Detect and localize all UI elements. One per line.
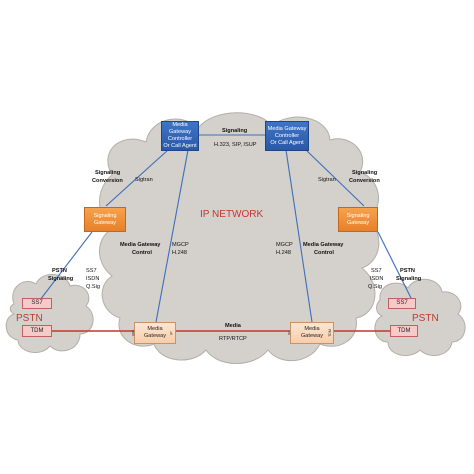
media-label: Media	[225, 323, 241, 329]
ss7-isdn-left-1: SS7	[86, 268, 97, 274]
mgc-right-line3: Or Call Agent	[270, 139, 304, 146]
tdm-node-left: TDM	[22, 325, 52, 337]
media-gateway-control-left-1: Media Gateway	[120, 242, 161, 248]
signaling-gateway-right: Signaling Gateway	[338, 207, 378, 232]
pstn-signaling-right-1: PSTN	[400, 268, 415, 274]
mg-left-line2: Gateway	[143, 333, 167, 339]
mgcp-right-2: H.248	[276, 250, 291, 256]
mgc-left-line1: Media Gateway	[168, 122, 192, 135]
ss7-isdn-left-3: Q.Sig	[86, 284, 100, 290]
mgc-right-to-mg-right-link	[285, 149, 313, 323]
sigtran-right: Sigtran	[318, 177, 336, 183]
ss7-node-right: SS7	[388, 298, 416, 309]
media-gateway-controller-right: Media Gateway Controller Or Call Agent	[265, 121, 309, 151]
mg-right-port-b: TDM	[327, 329, 332, 337]
signaling-gateway-left: Signaling Gateway	[84, 207, 126, 232]
mgc-left-to-sg-left-link	[105, 149, 169, 207]
mgc-right-line1: Media Gateway	[267, 125, 307, 132]
sg-left-line2: Gateway	[93, 219, 117, 226]
media-gateway-controller-left: Media Gateway Controller Or Call Agent	[161, 121, 199, 151]
mg-left-port-b: IP	[169, 331, 174, 335]
mg-left-line1: Media	[147, 326, 163, 332]
mgc-left-line2: Controller	[167, 136, 193, 142]
sg-right-line2: Gateway	[346, 219, 370, 226]
mg-right-line1: Media	[304, 326, 320, 332]
sg-left-to-ss7-left-link	[39, 231, 93, 301]
ss7-isdn-right-2: ISDN	[370, 276, 384, 282]
pstn-signaling-right-2: Signaling	[396, 276, 422, 282]
mgcp-left-1: MGCP	[172, 242, 189, 248]
ss7-isdn-right-3: Q.Sig	[368, 284, 382, 290]
pstn-signaling-left-1: PSTN	[52, 268, 67, 274]
tdm-node-right: TDM	[390, 325, 418, 337]
mgcp-right-1: MGCP	[276, 242, 293, 248]
signaling-conversion-left-2: Conversion	[92, 178, 123, 184]
mgcp-left-2: H.248	[172, 250, 187, 256]
sg-left-line1: Signaling	[93, 212, 117, 219]
media-gateway-right: Media Gateway	[290, 322, 334, 344]
mg-right-line2: Gateway	[300, 333, 324, 339]
media-gateway-left: Media Gateway	[134, 322, 176, 344]
media-gateway-control-right-1: Media Gateway	[303, 242, 344, 248]
mgc-left-to-mg-left-link	[155, 149, 189, 323]
signaling-conversion-right-2: Conversion	[349, 178, 380, 184]
media-protocols: RTP/RTCP	[219, 336, 247, 342]
sigtran-left: Sigtran	[135, 177, 153, 183]
pstn-signaling-left-2: Signaling	[48, 276, 74, 282]
ss7-isdn-left-2: ISDN	[86, 276, 100, 282]
signaling-conversion-right-1: Signaling	[352, 170, 378, 176]
media-gateway-control-right-2: Control	[314, 250, 334, 256]
ss7-isdn-right-1: SS7	[371, 268, 382, 274]
mgc-left-line3: Or Call Agent	[163, 143, 197, 149]
pstn-left-title: PSTN	[16, 313, 43, 324]
sg-right-line1: Signaling	[346, 212, 370, 219]
sg-right-to-ss7-right-link	[377, 231, 413, 301]
media-gateway-control-left-2: Control	[132, 250, 152, 256]
signaling-top-label: Signaling	[222, 128, 248, 134]
mg-left-port-a: IWF	[131, 329, 136, 337]
signaling-top-protocols: H.323, SIP, ISUP	[214, 142, 257, 148]
signaling-conversion-left-1: Signaling	[95, 170, 121, 176]
pstn-right-title: PSTN	[412, 313, 439, 324]
ip-network-title: IP NETWORK	[200, 209, 264, 220]
mg-right-port-a: IP	[287, 331, 292, 335]
mgc-right-line2: Controller	[274, 132, 300, 139]
signaling-links	[39, 134, 413, 323]
ss7-node-left: SS7	[22, 298, 52, 309]
mgc-right-to-sg-right-link	[305, 149, 365, 207]
